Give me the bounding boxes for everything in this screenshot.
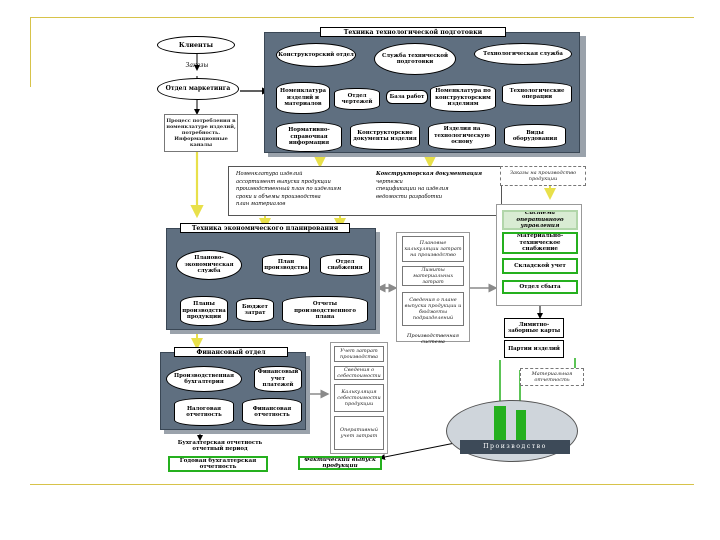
nomenclature-docs-db: Номенклатура по конструкторским изделиям	[430, 84, 496, 112]
drawings-db: Отдел чертежей	[334, 88, 380, 110]
middle-right-title: Конструкторская документация	[376, 171, 494, 179]
plan-dept-node: Планово-экономическая служба	[176, 250, 242, 280]
works-db: База работ	[386, 90, 428, 104]
budget-db: Бюджет затрат	[236, 298, 274, 322]
batches-box: Партии изделий	[504, 340, 564, 358]
plans-db: Планы производства продукции	[180, 296, 228, 326]
accounting-reports-db: Отчеты производственного плана	[282, 296, 368, 326]
middle-left-list: Номенклатура изделий ассортимент выпуска…	[232, 168, 364, 214]
finance-title: Финансовый отдел	[174, 347, 288, 357]
equipment-db: Виды оборудования	[504, 124, 566, 148]
middle-left-line: производственный план по изделиям	[236, 186, 360, 194]
tech-service-node: Служба технической подготовки	[374, 43, 456, 75]
bottom-center-note: Фактический выпуск продукции	[298, 456, 382, 470]
middle-left-line: план материалов	[236, 201, 360, 209]
right-top-note: Заказы на производство продукции	[500, 166, 586, 186]
marketing-node: Отдел маркетинга	[157, 78, 239, 100]
middle-left-line: Номенклатура изделий	[236, 171, 360, 179]
factory-building	[494, 406, 506, 444]
middle-left-line: сроки и объемы производства	[236, 194, 360, 202]
accounting-node: Производственная бухгалтерия	[166, 366, 242, 392]
doc-files-db: Конструкторские документы изделия	[350, 122, 420, 150]
middle-right-line: ведомости разработки	[376, 194, 494, 202]
technologist-node: Технологическая служба	[474, 43, 572, 65]
finance-note: Калькуляция себестоимости продукции	[334, 384, 384, 412]
warehouse-box: Складской учет	[502, 258, 578, 274]
taxes-db: Налоговая отчетность	[174, 398, 234, 426]
cards-box: Лимитно-заборные карты	[504, 318, 564, 338]
normative-db: Нормативно-справочная информация	[276, 122, 342, 152]
center-note: Сведения о плане выпуска продукции и бюд…	[402, 292, 464, 326]
middle-left-line: ассортимент выпуска продукции	[236, 179, 360, 187]
planning-title: Техника экономического планирования	[180, 223, 350, 233]
center-note: Лимиты материальных затрат	[402, 266, 464, 286]
factory-building	[516, 410, 526, 440]
acc-report-box: Годовая бухгалтерская отчетность	[168, 456, 268, 472]
sales-box: Отдел сбыта	[502, 280, 578, 294]
client-need-box: Процесс потребления в номенклатуре издел…	[164, 114, 238, 152]
tech-prep-title: Техника технологической подготовки	[320, 27, 506, 37]
payments-db: Финансовый учет платежей	[254, 366, 302, 392]
tech-cards-db: Технологические операции	[502, 82, 572, 106]
supply-db: Отдел снабжения	[320, 254, 370, 276]
clients-node: Клиенты	[157, 36, 235, 54]
right-bottom-note: Материальная отчетность	[520, 368, 584, 386]
mto-box: Материально-техническое снабжение	[502, 232, 578, 254]
middle-right-line: спецификации на изделия	[376, 186, 494, 194]
financial-report-db: Финансовая отчетность	[242, 398, 302, 426]
acc-report-label: Бухгалтерская отчетность отчетный период	[168, 440, 272, 452]
nomenclature-db: Номенклатура изделий и материалов	[276, 82, 330, 114]
finance-note: Сведения о себестоимости	[334, 366, 384, 380]
finance-note: Учет затрат производства	[334, 346, 384, 362]
center-note: Плановые калькуляции затрат на производс…	[402, 236, 464, 262]
center-bottom-label: Производственная система	[396, 333, 470, 342]
production-label: Производство	[460, 440, 570, 454]
middle-right-list: Конструкторская документация чертежи спе…	[372, 168, 498, 214]
tech-items-db: Изделия на технологическую основу	[428, 122, 496, 150]
op-control-header: Система оперативного управления	[502, 210, 578, 230]
finance-note: Оперативный учет затрат	[334, 416, 384, 450]
design-dept-node: Конструкторский отдел	[276, 43, 356, 67]
production-plan-db: План производства	[262, 254, 310, 276]
orders-label: Заказы	[175, 62, 219, 71]
